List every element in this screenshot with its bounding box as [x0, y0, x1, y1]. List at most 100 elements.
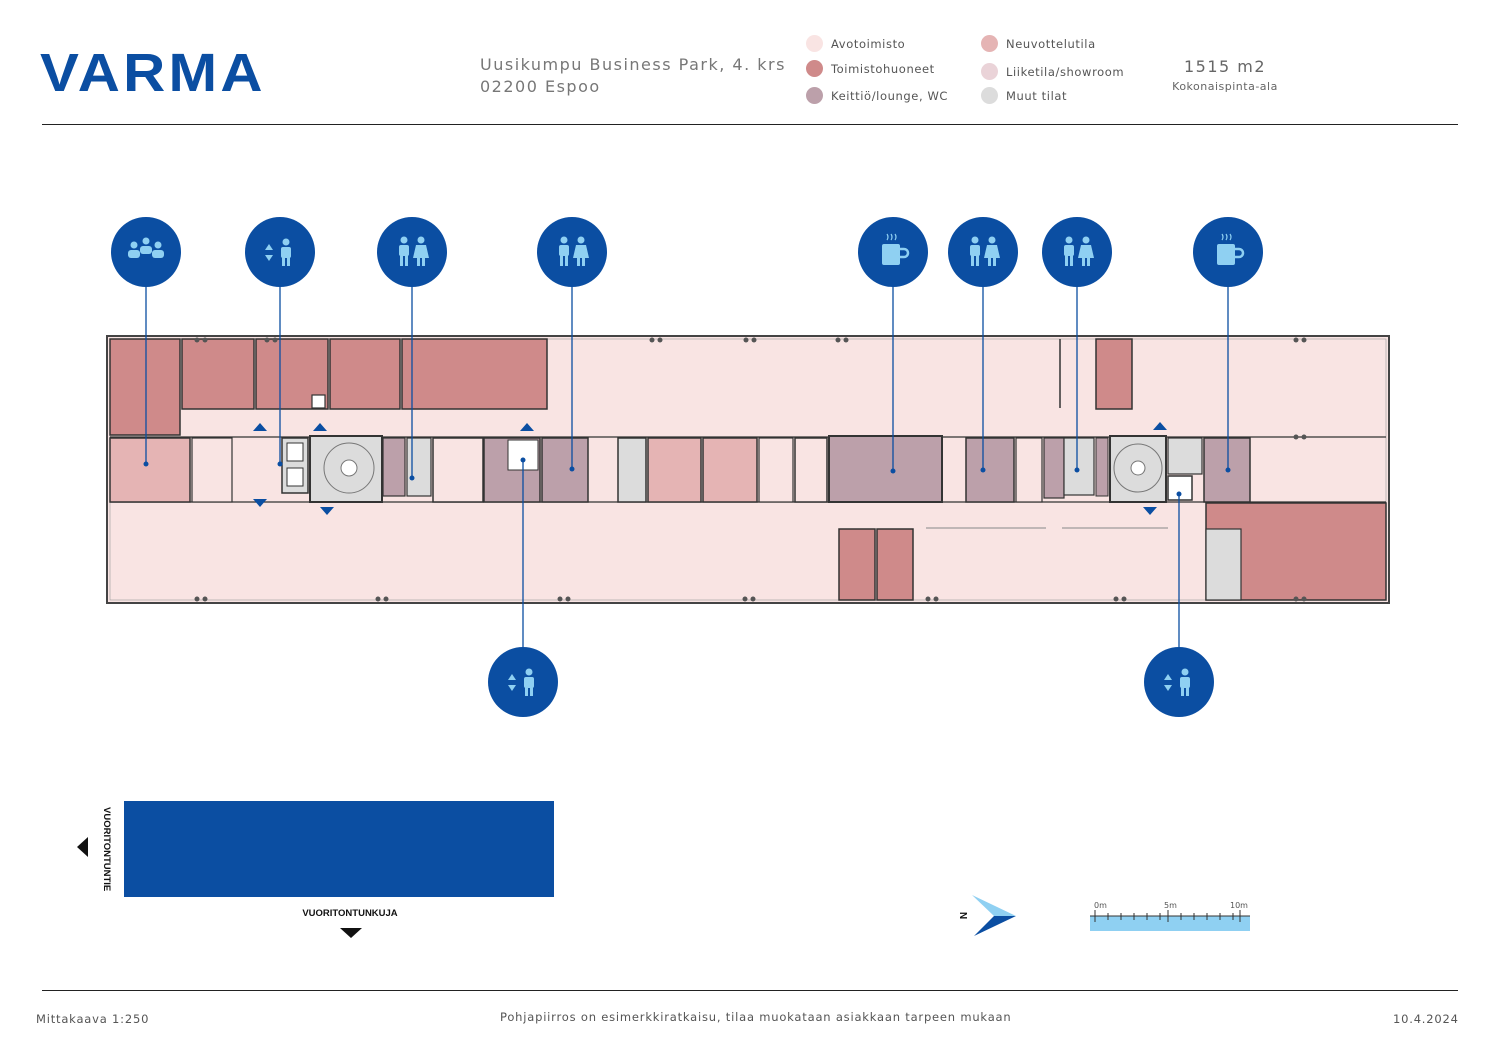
- legend-swatch: [981, 63, 998, 80]
- spiral-stair: [1113, 443, 1163, 493]
- street-label-left: VUORITONTUNTIE: [101, 806, 112, 892]
- marker-8: [1193, 217, 1263, 287]
- toilet-icon: [970, 236, 1000, 266]
- lobby: [758, 437, 794, 503]
- spiral-stair: [323, 442, 375, 494]
- office-room: [838, 528, 876, 601]
- legend-swatch: [806, 60, 823, 77]
- legend-label: Avotoimisto: [831, 36, 906, 51]
- north-arrow-icon: [972, 895, 1016, 936]
- service-room: [1063, 437, 1095, 496]
- legend-item-other: Muut tilat: [981, 87, 1067, 104]
- legend-swatch: [806, 87, 823, 104]
- street-arrow-down-icon: [340, 928, 362, 938]
- total-area-value: 1515 m2: [1183, 57, 1267, 76]
- direction-arrows: [253, 422, 1167, 515]
- scale-label-5: 5m: [1164, 901, 1177, 910]
- kitchen-lounge: [828, 435, 943, 503]
- scale-label-0: 0m: [1094, 901, 1107, 910]
- office-room: [401, 338, 548, 410]
- wc-room: [1043, 437, 1065, 499]
- lobby: [191, 437, 233, 503]
- varma-logo: VARMA: [40, 43, 266, 103]
- room: [794, 437, 828, 503]
- leader-dots: [143, 457, 1231, 497]
- elevator-icon: [508, 668, 534, 696]
- stairwell: [309, 435, 383, 503]
- spiral-stair-core: [1130, 460, 1146, 476]
- legend-swatch: [806, 35, 823, 52]
- legend-swatch: [981, 87, 998, 104]
- footer-scale: Mittakaava 1:250: [36, 1012, 150, 1026]
- office-room: [181, 338, 255, 410]
- toilet-icon: [399, 236, 429, 266]
- legend-label: Muut tilat: [1006, 88, 1068, 103]
- storage-room: [617, 437, 647, 503]
- office-room: [1095, 338, 1133, 410]
- footer-divider: [42, 990, 1458, 991]
- elevator-car: [1167, 475, 1193, 501]
- elevator-icon: [1164, 668, 1190, 696]
- office-rooms-top: [109, 338, 1133, 436]
- meeting-room: [109, 437, 191, 503]
- meeting-people-icon: [128, 237, 164, 258]
- service-room: [1167, 437, 1203, 475]
- north-label: N: [959, 911, 971, 920]
- toilet-icon: [559, 236, 589, 266]
- elevator-car: [286, 442, 304, 462]
- storage-room: [1205, 528, 1242, 601]
- marker-7: [1042, 217, 1112, 287]
- address-line-1: Uusikumpu Business Park, 4. krs: [480, 55, 786, 74]
- scale-label-10: 10m: [1230, 901, 1248, 910]
- office-room: [329, 338, 401, 410]
- meeting-room: [647, 437, 702, 503]
- marker-2: [245, 217, 315, 287]
- legend-label: Toimistohuoneet: [831, 61, 935, 76]
- marker-1: [111, 217, 181, 287]
- wc-room: [541, 437, 589, 503]
- spiral-stair-core: [340, 459, 358, 477]
- wc-room: [965, 437, 1015, 503]
- leader-lines: [145, 286, 1229, 648]
- footer-date: 10.4.2024: [1393, 1012, 1459, 1026]
- building-site-block: [124, 801, 554, 897]
- wc-room: [1095, 437, 1109, 497]
- street-label-bottom: VUORITONTUNKUJA: [302, 908, 398, 919]
- coffee-icon: [882, 233, 910, 265]
- legend-item-open-office: Avotoimisto: [806, 35, 905, 52]
- header-divider: [42, 124, 1458, 125]
- footer-note: Pohjapiirros on esimerkkiratkaisu, tilaa…: [500, 1010, 1012, 1024]
- office-room: [109, 338, 181, 436]
- marker-4: [537, 217, 607, 287]
- office-room: [876, 528, 914, 601]
- toilet-icon: [1064, 236, 1094, 266]
- legend-item-kitchen-wc: Keittiö/lounge, WC: [806, 87, 948, 104]
- legend-label: Liiketila/showroom: [1006, 64, 1125, 79]
- elevator-icon: [265, 238, 291, 266]
- technical-room: [432, 437, 484, 503]
- legend-label: Neuvottelutila: [1006, 36, 1096, 51]
- shaft: [311, 394, 326, 409]
- technical-room: [1015, 437, 1043, 503]
- legend-swatch: [981, 35, 998, 52]
- coffee-icon: [1217, 233, 1245, 265]
- marker-3: [377, 217, 447, 287]
- legend-item-office-rooms: Toimistohuoneet: [806, 60, 935, 77]
- floor-plan: [106, 217, 1390, 717]
- meeting-room: [702, 437, 758, 503]
- street-arrow-left-icon: [77, 837, 88, 857]
- marker-9: [488, 647, 558, 717]
- total-area-label: Kokonaispinta-ala: [1172, 80, 1278, 93]
- scale-bar: [1090, 910, 1250, 931]
- wc-room: [382, 437, 406, 497]
- address-line-2: 02200 Espoo: [480, 77, 601, 96]
- structural-columns: [194, 337, 1307, 602]
- legend-item-meeting: Neuvottelutila: [981, 35, 1096, 52]
- marker-10: [1144, 647, 1214, 717]
- address: Uusikumpu Business Park, 4. krs 02200 Es…: [480, 54, 786, 98]
- service-room: [406, 437, 432, 497]
- marker-6: [948, 217, 1018, 287]
- legend-label: Keittiö/lounge, WC: [831, 88, 949, 103]
- legend-item-showroom: Liiketila/showroom: [981, 63, 1124, 80]
- elevator-car: [286, 467, 304, 487]
